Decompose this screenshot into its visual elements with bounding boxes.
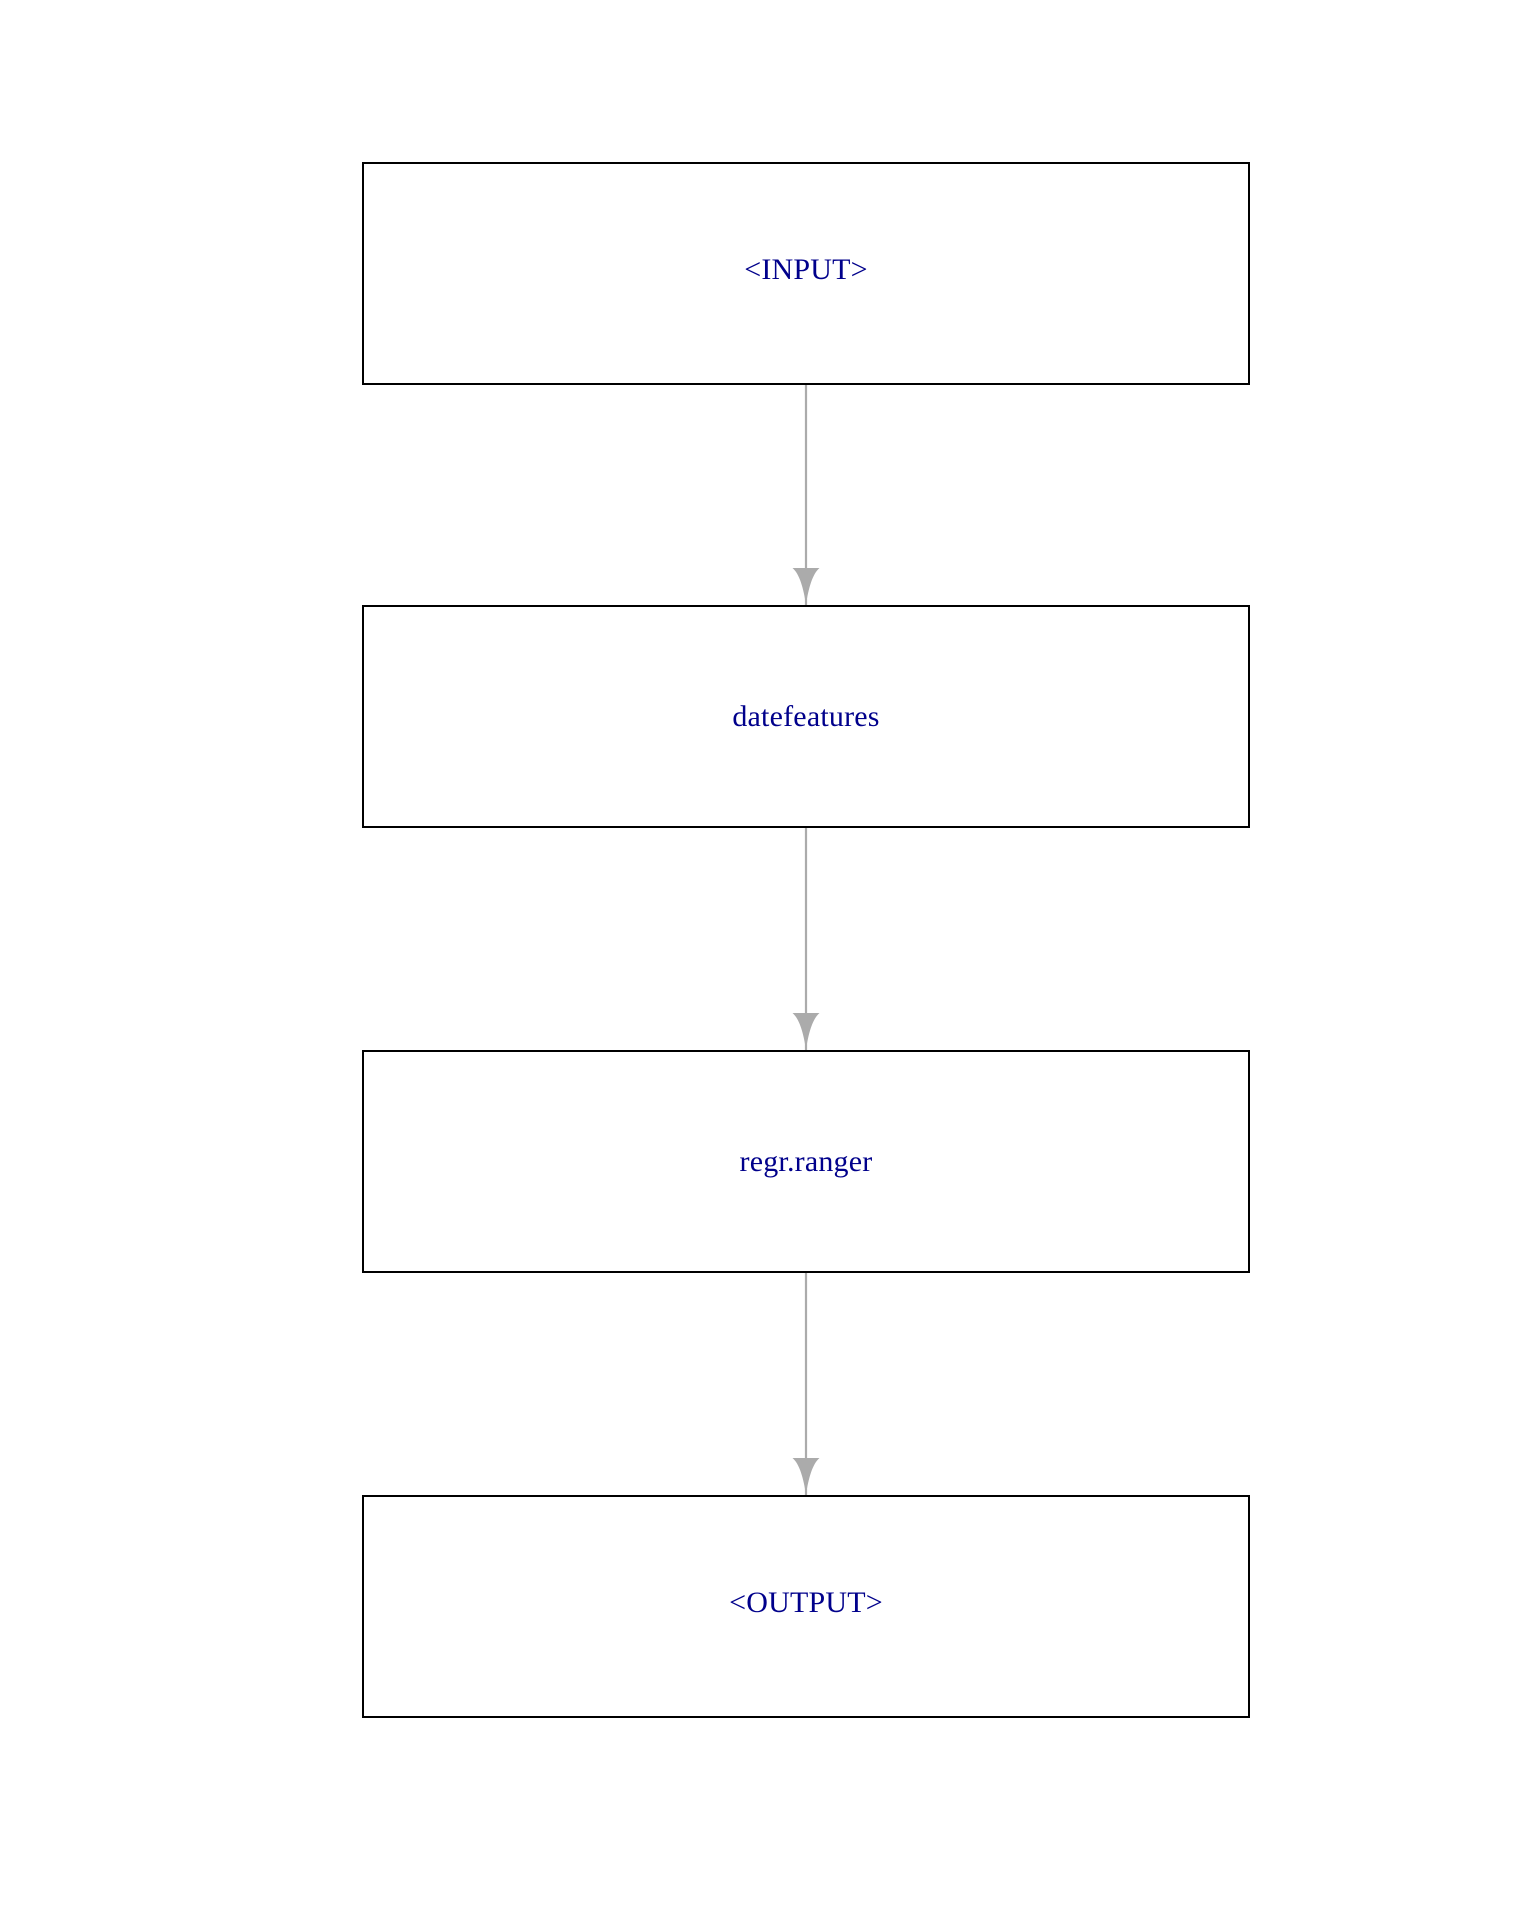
graph-node-output[interactable]: <OUTPUT> [362, 1495, 1250, 1718]
edge-datefeatures-to-regr-ranger [792, 828, 820, 1050]
graph-node-label: <OUTPUT> [729, 1585, 883, 1619]
graph-node-regr-ranger[interactable]: regr.ranger [362, 1050, 1250, 1273]
graph-node-label: regr.ranger [739, 1144, 873, 1178]
edge-input-to-datefeatures [792, 385, 820, 605]
graph-node-label: <INPUT> [744, 252, 868, 286]
graph-node-datefeatures[interactable]: datefeatures [362, 605, 1250, 828]
arrow-down-icon [792, 1458, 820, 1495]
arrow-down-icon [792, 1013, 820, 1050]
graph-node-input[interactable]: <INPUT> [362, 162, 1250, 385]
arrow-down-icon [792, 568, 820, 605]
edge-regr-ranger-to-output [792, 1273, 820, 1495]
graph-node-label: datefeatures [732, 699, 880, 733]
